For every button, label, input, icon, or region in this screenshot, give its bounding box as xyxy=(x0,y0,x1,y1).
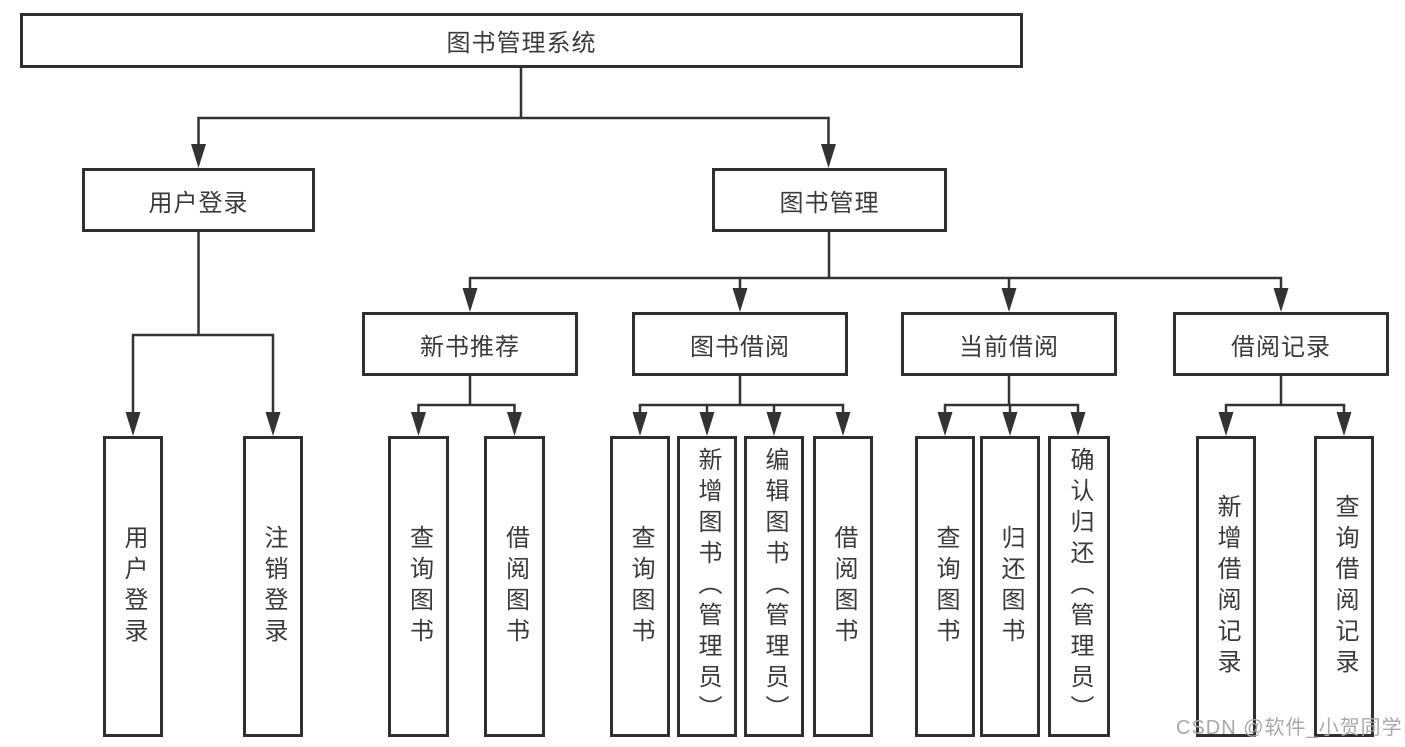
leaf-logout-label: 注销登录 xyxy=(260,524,287,649)
leaf-query-borrow-record: 查询借阅记录 xyxy=(1314,436,1374,737)
node-user-login: 用户登录 xyxy=(82,168,315,232)
leaf-query-book-3-label: 查询图书 xyxy=(932,524,959,649)
leaf-query-book-1: 查询图书 xyxy=(388,436,449,737)
node-current-borrow: 当前借阅 xyxy=(901,312,1117,376)
node-borrow-records: 借阅记录 xyxy=(1173,312,1389,376)
leaf-borrow-book-1: 借阅图书 xyxy=(484,436,545,737)
node-book-borrow: 图书借阅 xyxy=(632,312,848,376)
node-book-management: 图书管理 xyxy=(712,168,947,232)
leaf-return-book: 归还图书 xyxy=(980,436,1040,737)
leaf-edit-book-admin-label: 编辑图书（管理员） xyxy=(761,447,788,726)
node-user-login-label: 用户登录 xyxy=(148,189,249,217)
leaf-query-borrow-record-label: 查询借阅记录 xyxy=(1331,493,1358,680)
leaf-query-book-3: 查询图书 xyxy=(915,436,975,737)
leaf-add-book-admin-label: 新增图书（管理员） xyxy=(694,447,721,726)
leaf-query-book-2-label: 查询图书 xyxy=(627,524,654,649)
node-book-management-label: 图书管理 xyxy=(779,189,880,217)
node-borrow-records-label: 借阅记录 xyxy=(1231,333,1331,361)
leaf-user-login-label: 用户登录 xyxy=(120,524,147,649)
root-box-library-management-system: 图书管理系统 xyxy=(20,13,1023,68)
leaf-add-borrow-record-label: 新增借阅记录 xyxy=(1213,493,1240,680)
leaf-query-book-2: 查询图书 xyxy=(610,436,670,737)
node-new-book-recommend: 新书推荐 xyxy=(362,312,578,376)
node-book-borrow-label: 图书借阅 xyxy=(690,333,790,361)
root-label: 图书管理系统 xyxy=(446,30,597,57)
leaf-add-borrow-record: 新增借阅记录 xyxy=(1196,436,1256,737)
leaf-user-login: 用户登录 xyxy=(103,436,163,737)
leaf-borrow-book-2: 借阅图书 xyxy=(813,436,873,737)
leaf-edit-book-admin: 编辑图书（管理员） xyxy=(744,436,804,737)
leaf-return-book-label: 归还图书 xyxy=(997,524,1024,649)
leaf-confirm-return-admin: 确认归还（管理员） xyxy=(1048,436,1110,737)
leaf-borrow-book-1-label: 借阅图书 xyxy=(501,524,529,649)
leaf-borrow-book-2-label: 借阅图书 xyxy=(830,524,857,649)
leaf-logout: 注销登录 xyxy=(243,436,303,737)
leaf-confirm-return-admin-label: 确认归还（管理员） xyxy=(1066,447,1093,726)
watermark: CSDN @软件_小贺同学 xyxy=(1176,717,1403,739)
leaf-query-book-1-label: 查询图书 xyxy=(405,524,433,649)
node-new-book-recommend-label: 新书推荐 xyxy=(420,333,520,361)
leaf-add-book-admin: 新增图书（管理员） xyxy=(677,436,737,737)
node-current-borrow-label: 当前借阅 xyxy=(959,333,1059,361)
